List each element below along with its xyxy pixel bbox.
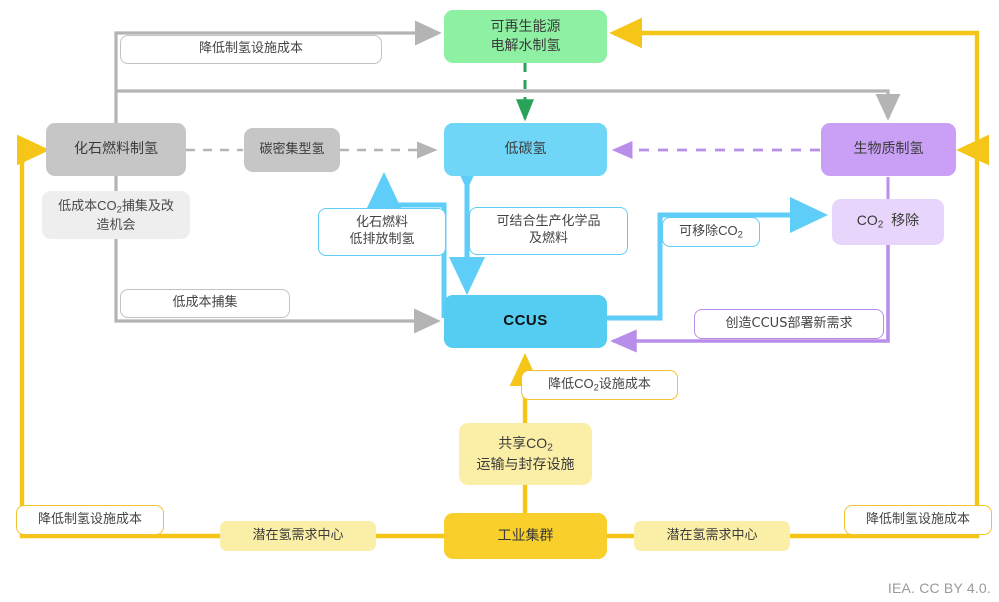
node-low-carbon-hydrogen[interactable]: 低碳氢: [444, 123, 607, 176]
node-renewable-electrolysis[interactable]: 可再生能源 电解水制氢: [444, 10, 607, 63]
edge-cluster-right-to-renewable: [609, 17, 980, 150]
label-potential-h2-demand-right[interactable]: 潜在氢需求中心: [634, 521, 790, 551]
label-can-remove-co2[interactable]: 可移除CO2: [662, 217, 760, 247]
edge-fossil-lowemission-h2: [366, 172, 447, 318]
label-low-cost-co2-capture-retrofit-text: 低成本CO2捕集及改造机会: [58, 197, 174, 232]
node-carbon-intensive-hydrogen[interactable]: 碳密集型氢: [244, 128, 340, 172]
node-ccus[interactable]: CCUS: [444, 295, 607, 348]
credit-text: IEA. CC BY 4.0.: [887, 580, 991, 596]
label-lower-h2-facility-cost-left[interactable]: 降低制氢设施成本: [16, 505, 164, 535]
label-potential-h2-demand-left[interactable]: 潜在氢需求中心: [220, 521, 376, 551]
node-industrial-cluster[interactable]: 工业集群: [444, 513, 607, 559]
edge-ccus-to-co2removal: [606, 197, 828, 321]
label-lower-co2-facility-cost[interactable]: 降低CO2设施成本: [521, 370, 678, 400]
edge-fossil-to-renewable: [114, 20, 442, 123]
label-lower-co2-facility-cost-text: 降低CO2设施成本: [548, 376, 651, 393]
node-co2-removal[interactable]: CO2 移除: [832, 199, 944, 245]
label-low-cost-capture[interactable]: 低成本捕集: [120, 289, 290, 318]
edge-cluster-right-to-biomass: [606, 134, 990, 539]
node-biomass-hydrogen[interactable]: 生物质制氢: [821, 123, 956, 176]
label-lower-h2-facility-cost-right[interactable]: 降低制氢设施成本: [844, 505, 992, 535]
node-fossil-hydrogen[interactable]: 化石燃料制氢: [46, 123, 186, 176]
label-create-ccus-demand[interactable]: 创造CCUS部署新需求: [694, 309, 884, 339]
node-co2-removal-label: CO2 移除: [856, 212, 920, 231]
label-fossil-low-emission-h2[interactable]: 化石燃料 低排放制氢: [318, 208, 446, 256]
label-can-remove-co2-text: 可移除CO2: [679, 223, 743, 240]
edge-fossil-to-biomass: [116, 89, 901, 121]
edge-co2removal-to-ccus: [610, 232, 890, 353]
label-low-cost-co2-capture-retrofit[interactable]: 低成本CO2捕集及改造机会: [42, 191, 190, 239]
label-lower-h2-facility-cost-top[interactable]: 降低制氢设施成本: [120, 35, 382, 64]
label-combine-chemicals-fuels[interactable]: 可结合生产化学品 及燃料: [469, 207, 628, 255]
